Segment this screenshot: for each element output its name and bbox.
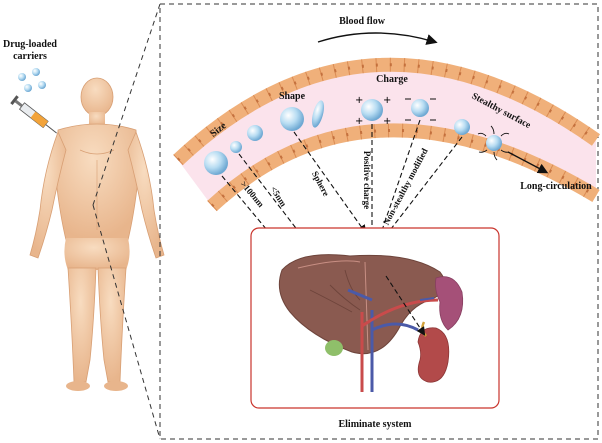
svg-text:+: + <box>355 116 363 127</box>
positive-carrier: + + + + <box>355 95 391 127</box>
gallbladder-icon <box>325 340 343 356</box>
sphere-carrier <box>280 107 304 131</box>
svg-text:+: + <box>383 116 391 127</box>
svg-text:+: + <box>355 95 363 106</box>
shape-label: Shape <box>279 91 306 102</box>
blood-flow-arrow <box>317 32 438 45</box>
route-label-small: <5nm <box>268 184 288 208</box>
eliminate-system-title: Eliminate system <box>338 419 412 430</box>
long-circulation-label: Long-circulation <box>520 181 592 192</box>
spleen-organ <box>435 276 464 331</box>
charge-label: Charge <box>376 74 408 85</box>
zoom-frame <box>159 3 599 440</box>
carrier-label-line2: carriers <box>13 51 47 62</box>
blood-vessels-organs <box>347 288 439 392</box>
negative-carrier <box>405 98 436 121</box>
rod-carrier <box>311 100 325 128</box>
plain-carrier <box>454 119 470 135</box>
human-figure <box>29 77 165 391</box>
small-carrier <box>230 141 242 153</box>
large-carrier <box>204 151 228 175</box>
liver-organ <box>278 254 446 356</box>
syringe-icon <box>10 95 57 134</box>
zoom-line-bottom <box>92 204 161 440</box>
long-circulation-arrow <box>507 151 549 174</box>
svg-text:+: + <box>383 95 391 106</box>
carrier-label-line1: Drug-loaded <box>3 39 57 50</box>
pegylated-carrier <box>477 125 510 161</box>
blood-vessel <box>173 57 601 212</box>
blood-flow-label: Blood flow <box>339 16 386 27</box>
drug-carrier-beads <box>18 68 46 92</box>
route-label-sphere: Sphere <box>310 169 331 197</box>
route-label-surface: Non-stealthy modified <box>381 147 430 227</box>
route-label-charge: Positive charge <box>362 151 372 209</box>
route-label-large: >100nm <box>238 179 266 210</box>
route-arrow-liver-bottom <box>385 275 426 336</box>
medium-carrier <box>247 125 263 141</box>
